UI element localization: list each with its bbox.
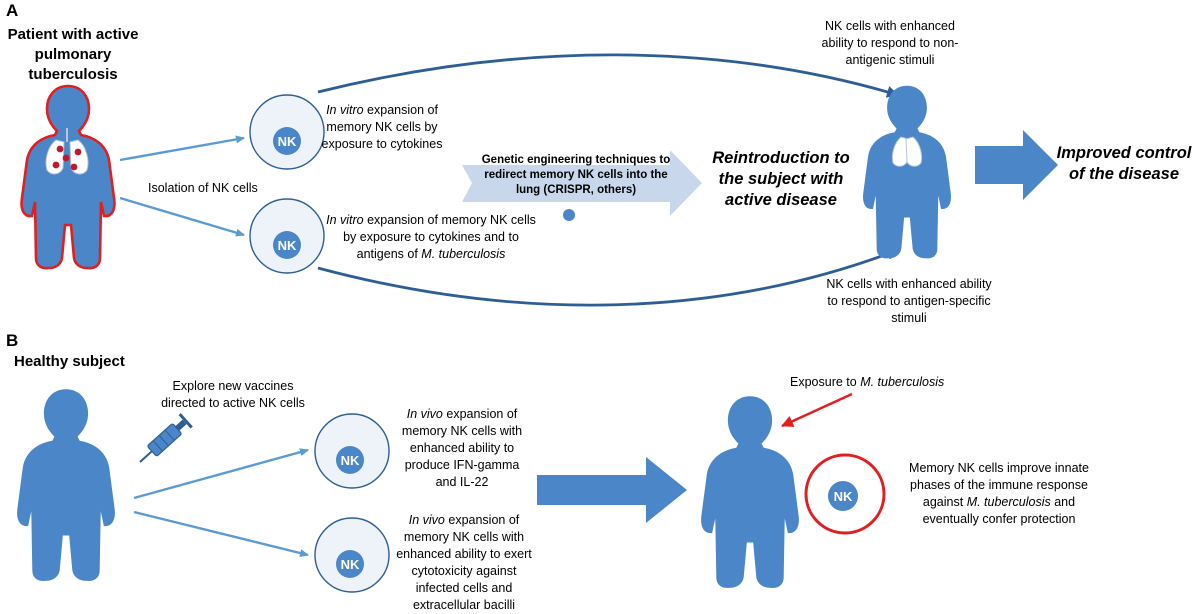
cell1-text: expansion of memory NK cells by exposure… <box>321 103 443 151</box>
reintroduction-text: Reintroduction to the subject with activ… <box>712 149 850 209</box>
lungs-icon <box>891 136 923 167</box>
cell2-italic-organism: M. tuberculosis <box>421 247 506 261</box>
nk-cell-2: NK <box>249 198 325 274</box>
exposure-prefix: Exposure to <box>790 375 861 389</box>
protective-nk-cell: NK <box>804 453 886 535</box>
genetic-engineering-text: Genetic engineering techniques to redire… <box>481 154 671 196</box>
genetic-engineering-arrow <box>462 150 702 216</box>
nk-label: NK <box>278 238 297 253</box>
improved-control-text: Improved control of the disease <box>1056 144 1192 183</box>
panel-a-letter: A <box>6 1 19 20</box>
panel-b-letter: B <box>6 331 19 350</box>
expansion-to-exposure-arrow <box>537 457 687 523</box>
nk-cell-1: NK <box>249 94 325 170</box>
isolation-label: Isolation of NK cells <box>148 181 258 195</box>
cell2-text: expansion of memory NK cells by exposure… <box>343 213 536 261</box>
curve-arrow-bottom <box>317 248 899 307</box>
curve-arrow-top <box>317 53 899 98</box>
cell1-italic: In vitro <box>326 103 364 117</box>
cell2-description: In vitro expansion of memory NK cells by… <box>322 212 540 263</box>
patient-title: Patient with active pulmonary tuberculos… <box>7 26 139 83</box>
nk-label: NK <box>341 453 360 468</box>
vaccine-arrow-bottom <box>133 510 309 557</box>
isolation-arrow-bottom <box>119 196 245 237</box>
healthy-subject-figure <box>17 389 115 581</box>
cell1-description: In vitro expansion of memory NK cells by… <box>320 102 444 153</box>
cell4-description: In vivo expansion of memory NK cells wit… <box>390 512 538 614</box>
nk-label: NK <box>278 134 297 149</box>
nk-cell-3: NK <box>314 413 390 489</box>
top-outcome-label: NK cells with enhanced ability to respon… <box>821 19 959 67</box>
vaccine-arrow-top <box>133 448 309 500</box>
exposure-label: Exposure to M. tuberculosis <box>790 374 944 391</box>
outcome-arrow <box>975 130 1058 200</box>
recipient-figure <box>863 85 951 259</box>
lesion-dots <box>52 145 82 171</box>
cell4-italic: In vivo <box>408 513 445 527</box>
cell4-text: expansion of memory NK cells with enhanc… <box>396 513 532 612</box>
protection-text: Memory NK cells improve innate phases of… <box>896 460 1102 528</box>
bottom-outcome-label: NK cells with enhanced ability to respon… <box>826 277 992 325</box>
cell2-italic: In vitro <box>326 213 364 227</box>
healthy-subject-title: Healthy subject <box>14 353 125 370</box>
nk-label: NK <box>341 557 360 572</box>
protection-text-2: and eventually confer protection <box>922 495 1076 526</box>
exposure-arrow <box>781 392 853 428</box>
dot-marker <box>563 209 575 221</box>
cell3-text: expansion of memory NK cells with enhanc… <box>401 407 523 489</box>
vaccine-text: Explore new vaccines directed to active … <box>161 379 305 410</box>
nk-cell-4: NK <box>314 517 390 593</box>
protection-text-1: Memory NK cells improve innate phases of… <box>909 461 1089 509</box>
cell3-description: In vivo expansion of memory NK cells wit… <box>394 406 530 491</box>
syringe-icon <box>139 413 193 463</box>
cell3-italic: In vivo <box>406 407 443 421</box>
exposure-organism: M. tuberculosis <box>860 375 945 389</box>
patient-figure <box>19 84 117 270</box>
protection-organism: M. tuberculosis <box>966 495 1051 509</box>
nk-label: NK <box>834 489 853 504</box>
isolation-arrow-top <box>119 135 245 162</box>
